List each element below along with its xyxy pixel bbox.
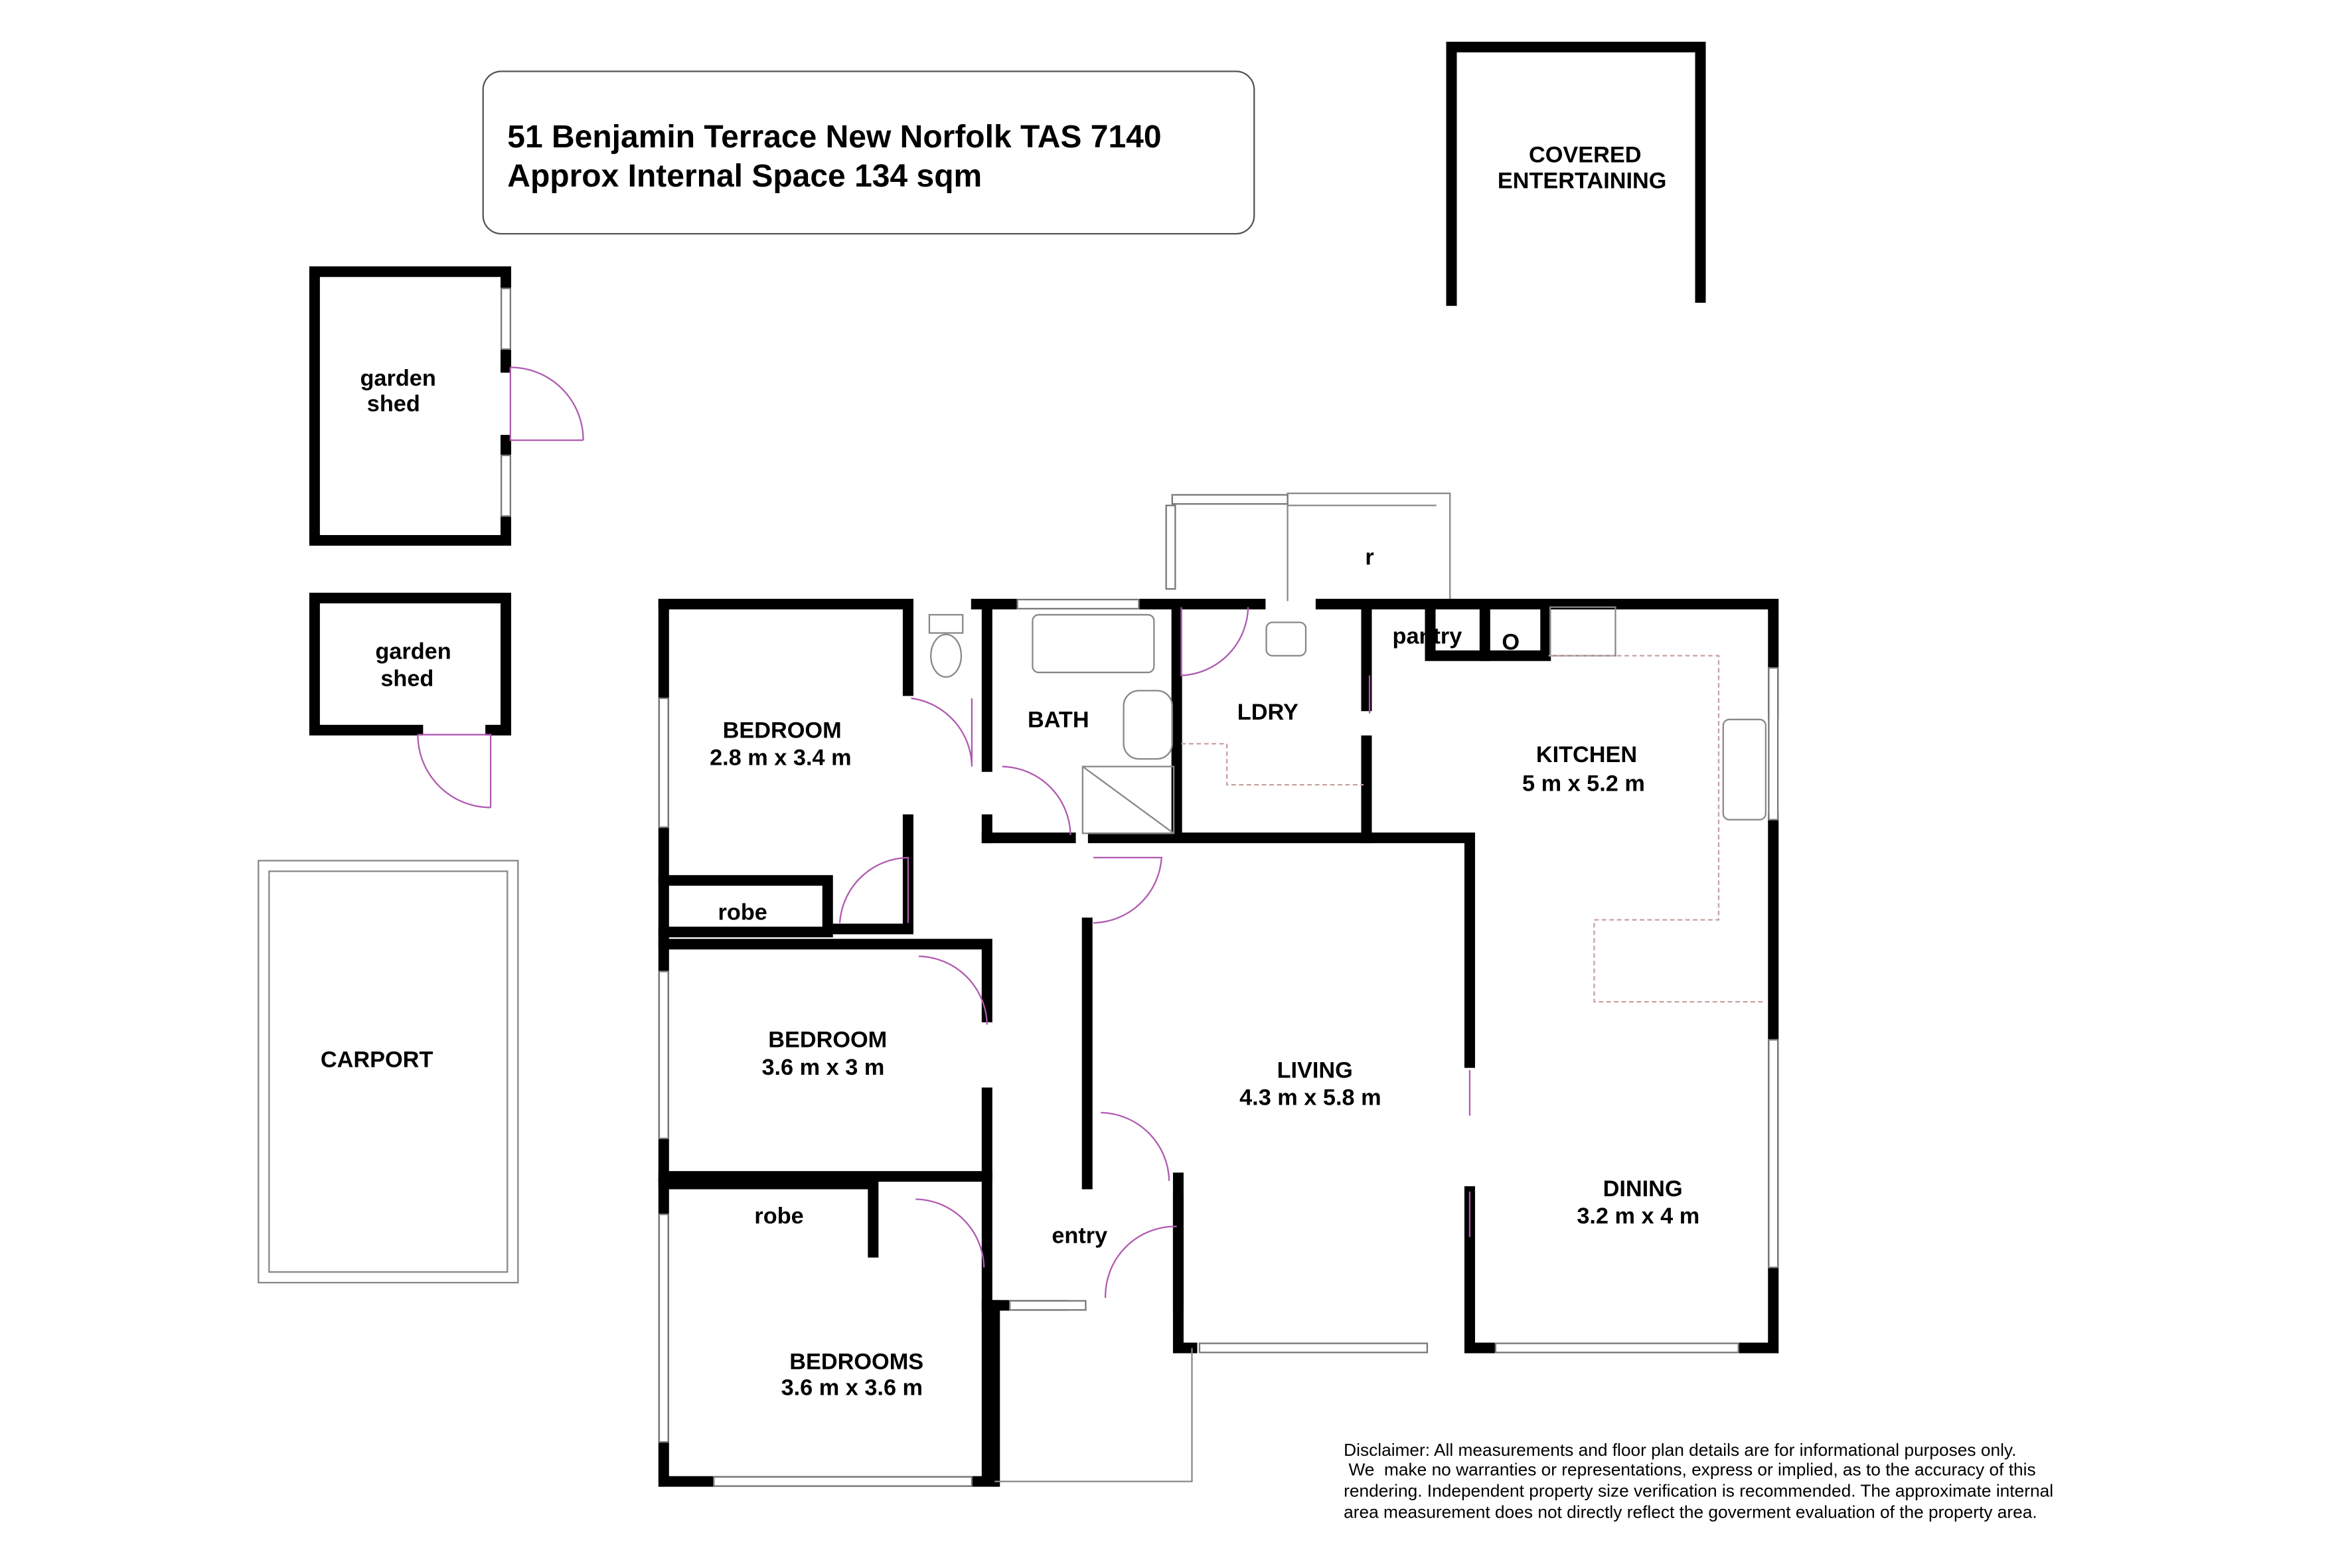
disclaimer-line: rendering. Independent property size ver… bbox=[1344, 1481, 2053, 1501]
porch-label: r bbox=[1365, 545, 1373, 570]
room-labels: BEDROOM 2.8 m x 3.4 m robe BATH LDRY pan… bbox=[710, 623, 1699, 1400]
living-size: 4.3 m x 5.8 m bbox=[1239, 1085, 1381, 1111]
entry-label: entry bbox=[1052, 1223, 1107, 1249]
robe1-label: robe bbox=[718, 900, 767, 925]
bedroom3-size: 3.6 m x 3.6 m bbox=[781, 1375, 923, 1400]
shed1-label-1: garden bbox=[360, 366, 435, 391]
address-text: 51 Benjamin Terrace New Norfolk TAS 7140 bbox=[507, 119, 1161, 155]
kitchen-name: KITCHEN bbox=[1536, 742, 1637, 767]
ldry-label: LDRY bbox=[1237, 700, 1298, 725]
dining-name: DINING bbox=[1603, 1176, 1683, 1202]
robe2-label: robe bbox=[754, 1204, 803, 1229]
dining-size: 3.2 m x 4 m bbox=[1577, 1204, 1699, 1229]
covered-label: COVERED bbox=[1529, 143, 1642, 168]
shed2-label-1: garden bbox=[375, 639, 451, 664]
garden-shed-2: garden shed bbox=[309, 592, 511, 809]
rear-porch: r bbox=[1165, 492, 1451, 601]
disclaimer-line: area measurement does not directly refle… bbox=[1344, 1502, 2037, 1522]
area-text: Approx Internal Space 134 sqm bbox=[507, 159, 982, 194]
bedroom3-name: BEDROOMS bbox=[789, 1349, 923, 1374]
pantry-label: pantry bbox=[1393, 623, 1462, 649]
disclaimer-line: We make no warranties or representations… bbox=[1344, 1460, 2035, 1480]
shed2-label-2: shed bbox=[380, 666, 433, 692]
carport: CARPORT bbox=[258, 860, 519, 1284]
covered-entertaining: COVERED ENTERTAINING bbox=[1446, 41, 1706, 306]
disclaimer: Disclaimer: All measurements and floor p… bbox=[1344, 1440, 2053, 1522]
title-box: 51 Benjamin Terrace New Norfolk TAS 7140… bbox=[482, 70, 1255, 235]
shed1-label-2: shed bbox=[367, 392, 420, 417]
bedroom2-size: 3.6 m x 3 m bbox=[761, 1055, 884, 1080]
bedroom1-name: BEDROOM bbox=[723, 718, 842, 743]
fridge-label: O bbox=[1502, 630, 1520, 655]
entertaining-label: ENTERTAINING bbox=[1498, 169, 1667, 194]
bedroom2-name: BEDROOM bbox=[768, 1028, 887, 1053]
disclaimer-line: Disclaimer: All measurements and floor p… bbox=[1344, 1440, 2016, 1460]
carport-label: CARPORT bbox=[321, 1047, 433, 1072]
house-walls bbox=[658, 599, 1779, 1487]
garden-shed-1: garden shed bbox=[309, 266, 584, 546]
kitchen-size: 5 m x 5.2 m bbox=[1522, 771, 1645, 796]
living-name: LIVING bbox=[1277, 1058, 1353, 1083]
bedroom1-size: 2.8 m x 3.4 m bbox=[710, 745, 851, 770]
bath-label: BATH bbox=[1028, 707, 1089, 732]
